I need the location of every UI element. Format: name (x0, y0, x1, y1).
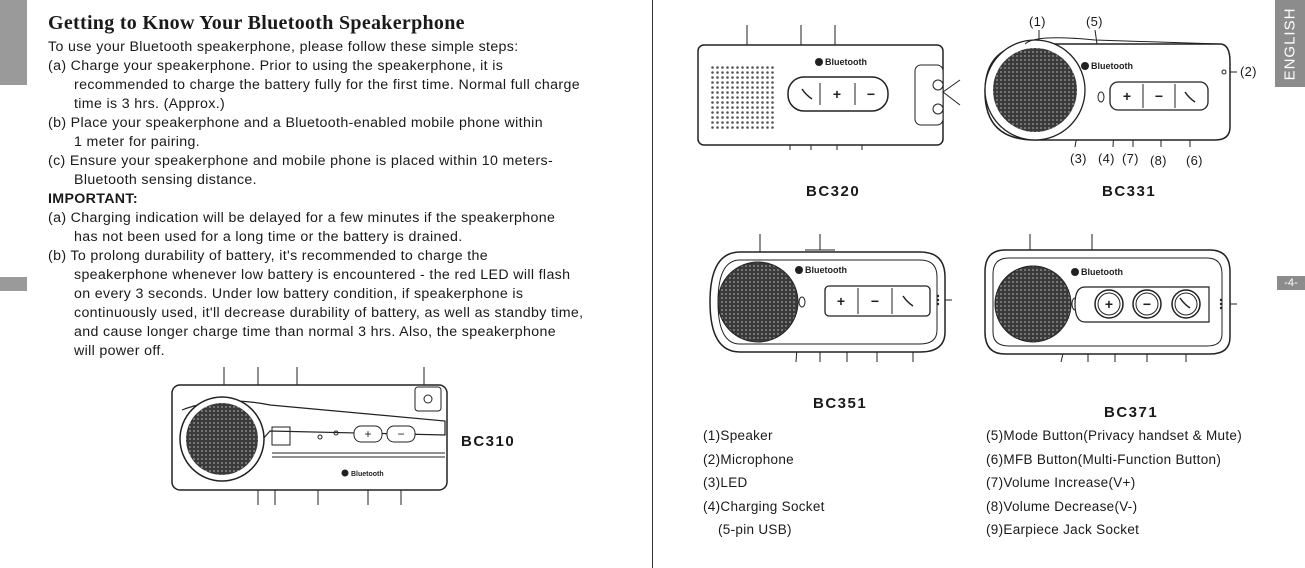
callout-8: (8) (1150, 153, 1167, 168)
important-b-line4: continuously used, it'll decrease durabi… (74, 305, 584, 321)
bc320-brand-text: Bluetooth (825, 57, 867, 67)
legend-right: (5)Mode Button(Privacy handset & Mute) (… (986, 428, 1242, 546)
callout-6: (6) (1186, 153, 1203, 168)
bc320-label: BC320 (806, 183, 861, 200)
svg-text:+: + (1105, 296, 1113, 312)
page-divider (652, 0, 653, 568)
bc371-brand-text: Bluetooth (1081, 267, 1123, 277)
legend-item: (2)Microphone (703, 451, 794, 467)
step-c: (c) Ensure your speakerphone and mobile … (48, 152, 618, 190)
bc371-device-illustration: + − Bluetooth (984, 234, 1237, 363)
bc351-brand-text: Bluetooth (805, 265, 847, 275)
legend-item: (7)Volume Increase(V+) (986, 475, 1136, 490)
bc310-label: BC310 (461, 433, 516, 450)
page-number: -4- (1277, 276, 1305, 290)
bc320-device-illustration: + − Bluetooth (697, 25, 961, 150)
svg-text:+: + (1123, 88, 1131, 104)
svg-text:−: − (397, 427, 404, 441)
bc310-brand-text: Bluetooth (351, 471, 384, 478)
intro-line: To use your Bluetooth speakerphone, plea… (48, 39, 519, 55)
important-a: (a) Charging indication will be delayed … (48, 209, 618, 247)
important-b-line1: (b) To prolong durability of battery, it… (48, 248, 489, 264)
step-a: (a) Charge your speakerphone. Prior to u… (48, 57, 618, 114)
intro-text: To use your Bluetooth speakerphone, plea… (48, 38, 618, 361)
step-b: (b) Place your speakerphone and a Blueto… (48, 114, 618, 152)
callout-2: (2) (1240, 64, 1257, 79)
bc310-device-illustration: + − Bluetooth (171, 367, 448, 505)
step-a-line3: time is 3 hrs. (Approx.) (74, 96, 226, 112)
step-b-line2: 1 meter for pairing. (74, 134, 201, 150)
legend-item: (5-pin USB) (718, 522, 792, 537)
important-b-line5: and cause longer charge time than normal… (74, 324, 556, 340)
step-c-line1: (c) Ensure your speakerphone and mobile … (48, 153, 554, 169)
language-tab: ENGLISH (1275, 0, 1305, 87)
left-edge-tab-middle (0, 277, 27, 291)
bc331-device-illustration: + − Bluetooth (984, 29, 1237, 148)
important-b-line3: on every 3 seconds. Under low battery co… (74, 286, 524, 302)
bc351-label: BC351 (813, 395, 868, 412)
legend-item: (5)Mode Button(Privacy handset & Mute) (986, 428, 1243, 443)
page-title: Getting to Know Your Bluetooth Speakerph… (48, 12, 465, 34)
important-b: (b) To prolong durability of battery, it… (48, 247, 618, 361)
svg-text:−: − (871, 293, 879, 309)
legend-left: (1)Speaker (2)Microphone (3)LED (4)Charg… (703, 428, 825, 546)
important-a-line2: has not been used for a long time or the… (74, 229, 463, 245)
svg-text:+: + (833, 86, 841, 102)
legend-item: (6)MFB Button(Multi-Function Button) (986, 451, 1222, 467)
legend-item: (4)Charging Socket (703, 498, 825, 514)
legend-item: (3)LED (703, 475, 748, 490)
callout-4: (4) (1098, 151, 1115, 166)
step-a-line1: (a) Charge your speakerphone. Prior to u… (48, 58, 504, 74)
important-a-line1: (a) Charging indication will be delayed … (48, 210, 556, 226)
legend-item: (9)Earpiece Jack Socket (986, 522, 1140, 537)
step-c-line2: Bluetooth sensing distance. (74, 172, 257, 188)
step-b-line1: (b) Place your speakerphone and a Blueto… (48, 115, 543, 131)
bc331-label: BC331 (1102, 183, 1157, 200)
bc371-label: BC371 (1104, 404, 1159, 421)
callout-5: (5) (1086, 14, 1103, 29)
bc331-brand-text: Bluetooth (1091, 61, 1133, 71)
important-heading: IMPORTANT: (48, 191, 138, 207)
left-edge-tab-top (0, 0, 27, 85)
callout-7: (7) (1122, 151, 1139, 166)
important-b-line2: speakerphone whenever low battery is enc… (74, 267, 571, 283)
callout-1: (1) (1029, 14, 1046, 29)
bc351-device-illustration: + − Bluetooth (709, 234, 952, 363)
svg-text:−: − (867, 86, 875, 102)
step-a-line2: recommended to charge the battery fully … (74, 77, 580, 93)
language-tab-label: ENGLISH (1281, 7, 1299, 81)
legend-item: (8)Volume Decrease(V-) (986, 498, 1138, 514)
svg-text:−: − (1143, 296, 1151, 312)
callout-3: (3) (1070, 151, 1087, 166)
legend-item: (1)Speaker (703, 428, 773, 443)
svg-text:−: − (1155, 88, 1163, 104)
svg-text:+: + (364, 427, 371, 441)
svg-text:+: + (837, 293, 845, 309)
important-b-line6: will power off. (74, 343, 165, 359)
